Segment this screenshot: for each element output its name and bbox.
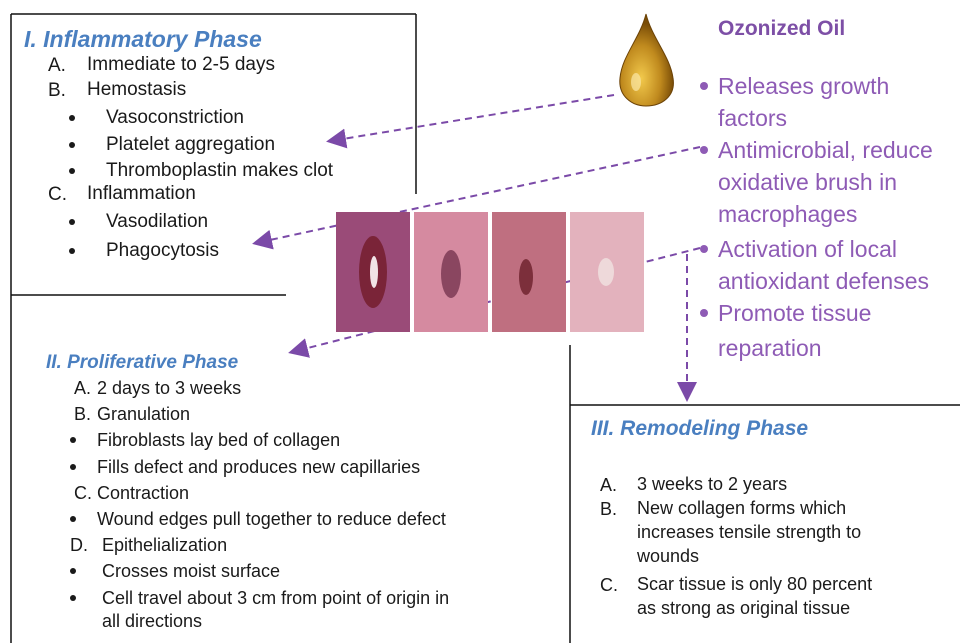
ozonized-oil-title: Ozonized Oil bbox=[718, 17, 845, 41]
phase2-item: Epithelialization bbox=[102, 533, 227, 557]
phase2-item: Fibroblasts lay bed of collagen bbox=[97, 428, 340, 452]
phase1-item: Platelet aggregation bbox=[106, 133, 275, 157]
bullet bbox=[69, 115, 75, 121]
benefit-line: Antimicrobial, reduce bbox=[718, 136, 933, 164]
phase2-item: all directions bbox=[102, 609, 202, 633]
benefit-line: oxidative brush in bbox=[718, 168, 897, 196]
phase2-item: Cell travel about 3 cm from point of ori… bbox=[102, 586, 449, 610]
benefit-bullet bbox=[700, 309, 708, 317]
bullet bbox=[70, 568, 76, 574]
phase2-item: Contraction bbox=[97, 481, 189, 505]
bullet bbox=[70, 595, 76, 601]
bullet bbox=[70, 464, 76, 470]
phase1-marker: C. bbox=[48, 184, 67, 206]
benefit-bullet bbox=[700, 245, 708, 253]
wound-photo-3 bbox=[492, 212, 566, 332]
phase1-item: Phagocytosis bbox=[106, 239, 219, 263]
phase2-marker: A. bbox=[74, 378, 91, 399]
bullet bbox=[69, 248, 75, 254]
phase1-title: I. Inflammatory Phase bbox=[24, 26, 262, 53]
oil-drop-icon bbox=[620, 14, 674, 106]
benefit-bullet bbox=[700, 146, 708, 154]
benefit-line: Promote tissue bbox=[718, 299, 871, 327]
benefit-line: factors bbox=[718, 104, 787, 132]
phase2-marker: D. bbox=[70, 535, 88, 556]
oil-drop-highlight bbox=[631, 73, 641, 91]
bullet bbox=[69, 168, 75, 174]
bullet bbox=[69, 219, 75, 225]
phase2-title: II. Proliferative Phase bbox=[46, 352, 238, 374]
phase3-item: 3 weeks to 2 years bbox=[637, 472, 787, 496]
phase2-marker: C. bbox=[74, 483, 92, 504]
benefit-line: reparation bbox=[718, 334, 822, 362]
phase2-item: 2 days to 3 weeks bbox=[97, 376, 241, 400]
bullet bbox=[70, 437, 76, 443]
phase3-item: Scar tissue is only 80 percent bbox=[637, 572, 872, 596]
benefit-line: antioxidant defenses bbox=[718, 267, 929, 295]
phase1-item: Vasodilation bbox=[106, 210, 208, 234]
phase3-marker: B. bbox=[600, 499, 617, 520]
phase3-item: as strong as original tissue bbox=[637, 596, 850, 620]
phase3-item: increases tensile strength to bbox=[637, 520, 861, 544]
phase2-item: Fills defect and produces new capillarie… bbox=[97, 455, 420, 479]
phase1-item: Inflammation bbox=[87, 182, 196, 206]
wound-photo-2 bbox=[414, 212, 488, 332]
phase2-item: Crosses moist surface bbox=[102, 559, 280, 583]
benefit-line: macrophages bbox=[718, 200, 857, 228]
phase1-item: Hemostasis bbox=[87, 78, 186, 102]
wound-photo-1 bbox=[336, 212, 410, 332]
benefit-line: Activation of local bbox=[718, 235, 897, 263]
phase3-marker: C. bbox=[600, 575, 618, 596]
benefit-line: Releases growth bbox=[718, 72, 889, 100]
arrow-growth-to-platelet bbox=[330, 95, 614, 141]
phase1-item: Immediate to 2-5 days bbox=[87, 53, 275, 77]
phase1-item: Thromboplastin makes clot bbox=[106, 159, 333, 183]
phase2-item: Granulation bbox=[97, 402, 190, 426]
phase3-marker: A. bbox=[600, 475, 617, 496]
bullet bbox=[70, 516, 76, 522]
phase1-marker: B. bbox=[48, 80, 66, 102]
phase1-item: Vasoconstriction bbox=[106, 106, 244, 130]
phase2-item: Wound edges pull together to reduce defe… bbox=[97, 507, 446, 531]
phase3-item: wounds bbox=[637, 544, 699, 568]
phase2-marker: B. bbox=[74, 404, 91, 425]
bullet bbox=[69, 142, 75, 148]
phase3-item: New collagen forms which bbox=[637, 496, 846, 520]
phase1-marker: A. bbox=[48, 55, 66, 77]
benefit-bullet bbox=[700, 82, 708, 90]
wound-photo-4 bbox=[570, 212, 644, 332]
phase3-title: III. Remodeling Phase bbox=[591, 417, 808, 441]
